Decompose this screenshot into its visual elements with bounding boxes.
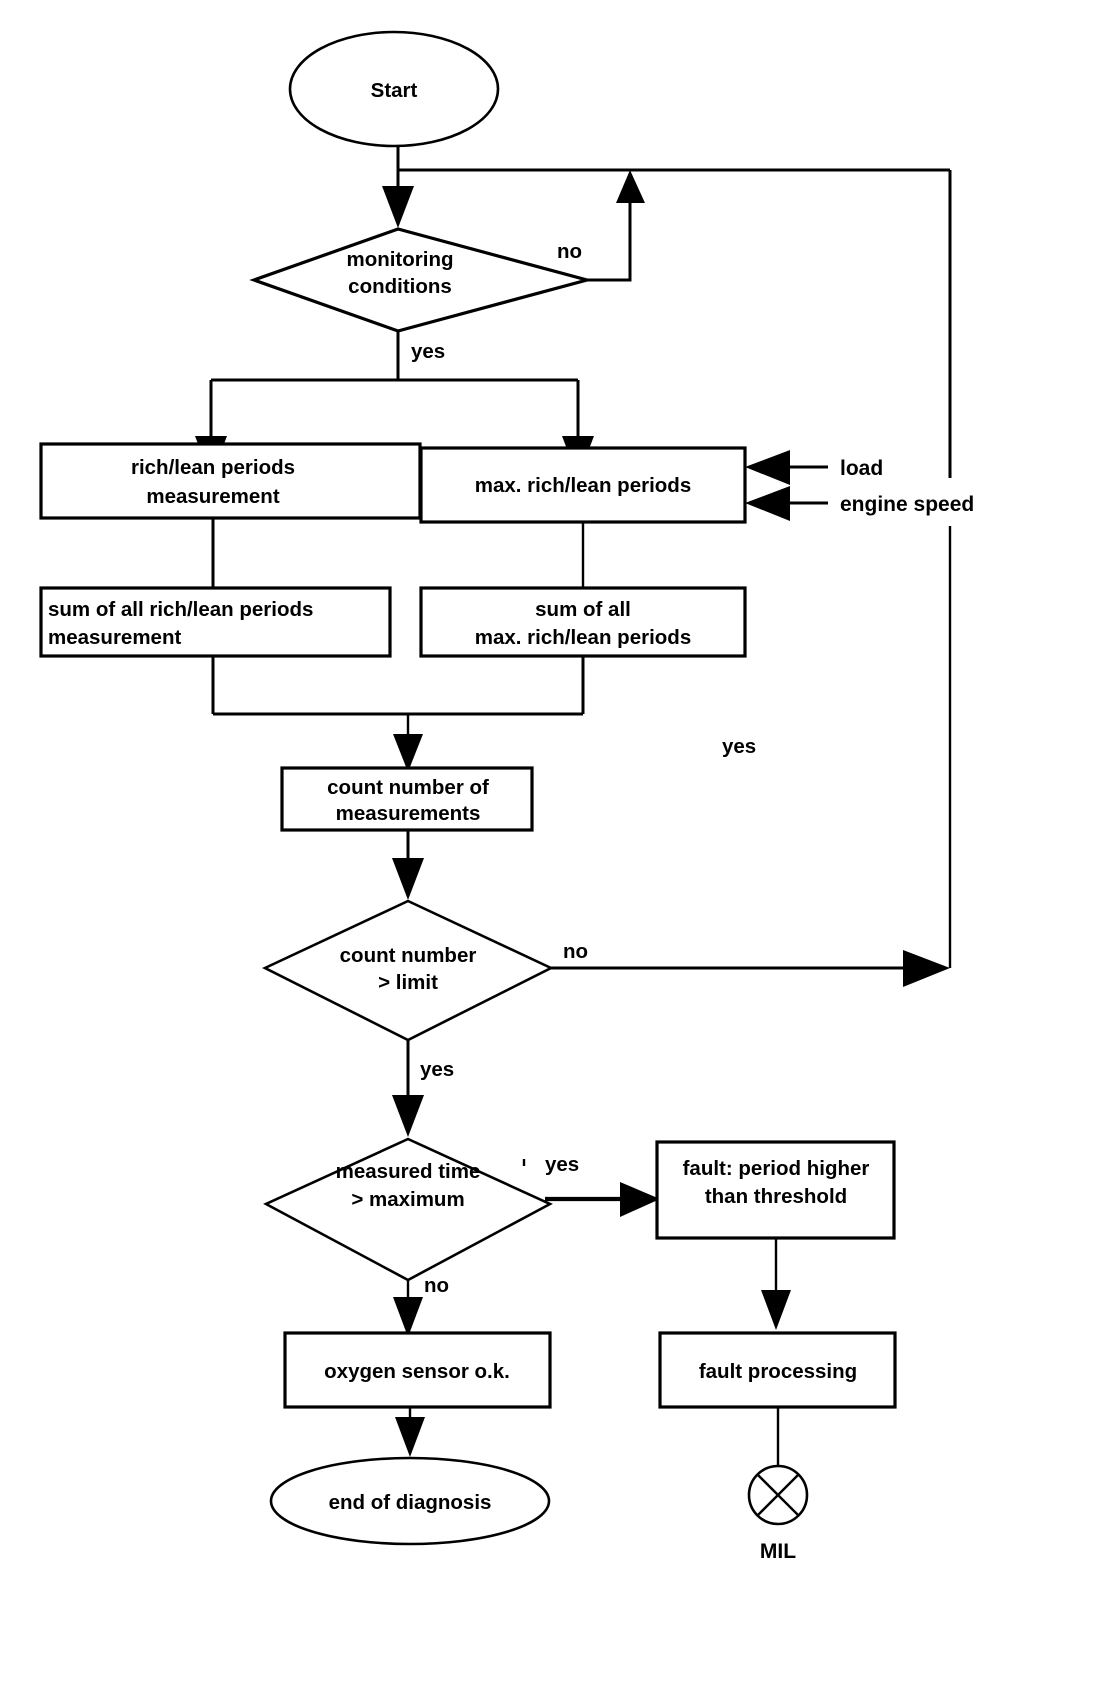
end-of-diagnosis-label: end of diagnosis (329, 1491, 492, 1514)
edge-count-no: no (551, 940, 950, 987)
edge-start-to-monitoring (382, 146, 414, 228)
monitoring-conditions-line1: monitoring (346, 248, 453, 271)
edge-label-measured-yes: yes (545, 1153, 579, 1176)
max-rich-lean-periods-box (419, 446, 747, 524)
node-rich-lean-periods-measurement: rich/lean periods measurement (39, 442, 422, 520)
edge-measured-yes: yes (522, 1153, 660, 1217)
measured-time-maximum-line2: > maximum (351, 1188, 464, 1211)
edge-monitoring-no: no (557, 170, 645, 282)
node-fault-period-higher: fault: period higher than threshold (655, 1140, 896, 1240)
node-end-of-diagnosis: end of diagnosis (269, 1456, 551, 1546)
input-load-label: load (840, 457, 883, 480)
sum-all-rich-lean-measurement-box (39, 586, 392, 658)
edge-label-monitoring-no: no (557, 240, 582, 263)
input-engine-speed-label: engine speed (840, 493, 974, 516)
node-mil: MIL (747, 1464, 809, 1563)
measured-time-maximum-line1: measured time (336, 1160, 481, 1183)
oxygen-sensor-ok-box (283, 1331, 552, 1409)
edge-fault-to-processing (761, 1238, 791, 1330)
max-rich-lean-periods-line1: max. rich/lean periods (475, 474, 691, 497)
node-oxygen-sensor-ok: oxygen sensor o.k. (283, 1331, 552, 1409)
count-number-limit-line1: count number (340, 944, 477, 967)
sum-all-rich-lean-measurement-line2: measurement (48, 626, 181, 649)
input-load: load (745, 450, 883, 485)
start-ellipse (288, 30, 500, 148)
count-number-of-measurements-line2: measurements (336, 802, 481, 825)
edge-oxygen-to-end (395, 1407, 425, 1457)
fault-period-higher-box (655, 1140, 896, 1240)
start-label: Start (371, 79, 418, 102)
edge-label-count-no: no (563, 940, 588, 963)
edge-label-monitoring-yes: yes (411, 340, 445, 363)
node-sum-all-rich-lean-measurement: sum of all rich/lean periods measurement (39, 586, 392, 658)
monitoring-conditions-line2: conditions (348, 275, 452, 298)
fault-processing-line1: fault processing (699, 1360, 857, 1383)
count-number-of-measurements-box (280, 766, 534, 832)
sum-all-max-rich-lean-line1: sum of all (535, 598, 631, 621)
node-measured-time-maximum: measured time > maximum (263, 1137, 553, 1282)
sum-all-max-rich-lean-box (419, 586, 747, 658)
oxygen-sensor-ok-line1: oxygen sensor o.k. (324, 1360, 510, 1383)
node-count-number-of-measurements: count number of measurements (280, 766, 534, 832)
sum-all-max-rich-lean-line2: max. rich/lean periods (475, 626, 691, 649)
edge-monitoring-yes: yes (396, 331, 445, 380)
rich-lean-periods-measurement-line2: measurement (146, 485, 279, 508)
fault-period-higher-line1: fault: period higher (683, 1157, 870, 1180)
rich-lean-periods-measurement-line1: rich/lean periods (131, 456, 295, 479)
mil-label: MIL (760, 1540, 796, 1563)
count-number-of-measurements-line1: count number of (327, 776, 489, 799)
edge-label-loop-yes: yes (722, 735, 756, 758)
fault-period-higher-line2: than threshold (705, 1185, 847, 1208)
node-sum-all-max-rich-lean: sum of all max. rich/lean periods (419, 586, 747, 658)
edge-count-to-decision (392, 830, 424, 900)
feedback-bus-top (398, 168, 952, 478)
count-number-limit-line2: > limit (378, 971, 438, 994)
fault-processing-box (658, 1331, 897, 1409)
node-fault-processing: fault processing (658, 1331, 897, 1409)
merge-bus-sums (211, 656, 585, 772)
end-of-diagnosis-ellipse (269, 1456, 551, 1546)
sum-all-rich-lean-measurement-line1: sum of all rich/lean periods (48, 598, 313, 621)
node-max-rich-lean-periods: max. rich/lean periods (419, 446, 747, 524)
edge-count-yes: yes (392, 1040, 454, 1137)
edge-label-count-yes: yes (420, 1058, 454, 1081)
input-engine-speed: engine speed (745, 486, 974, 521)
edge-measured-no: no (393, 1274, 449, 1337)
node-monitoring-conditions: monitoring conditions (249, 227, 594, 333)
edge-label-measured-no: no (424, 1274, 449, 1297)
node-start: Start (288, 30, 500, 148)
node-count-number-limit: count number > limit (262, 899, 554, 1042)
